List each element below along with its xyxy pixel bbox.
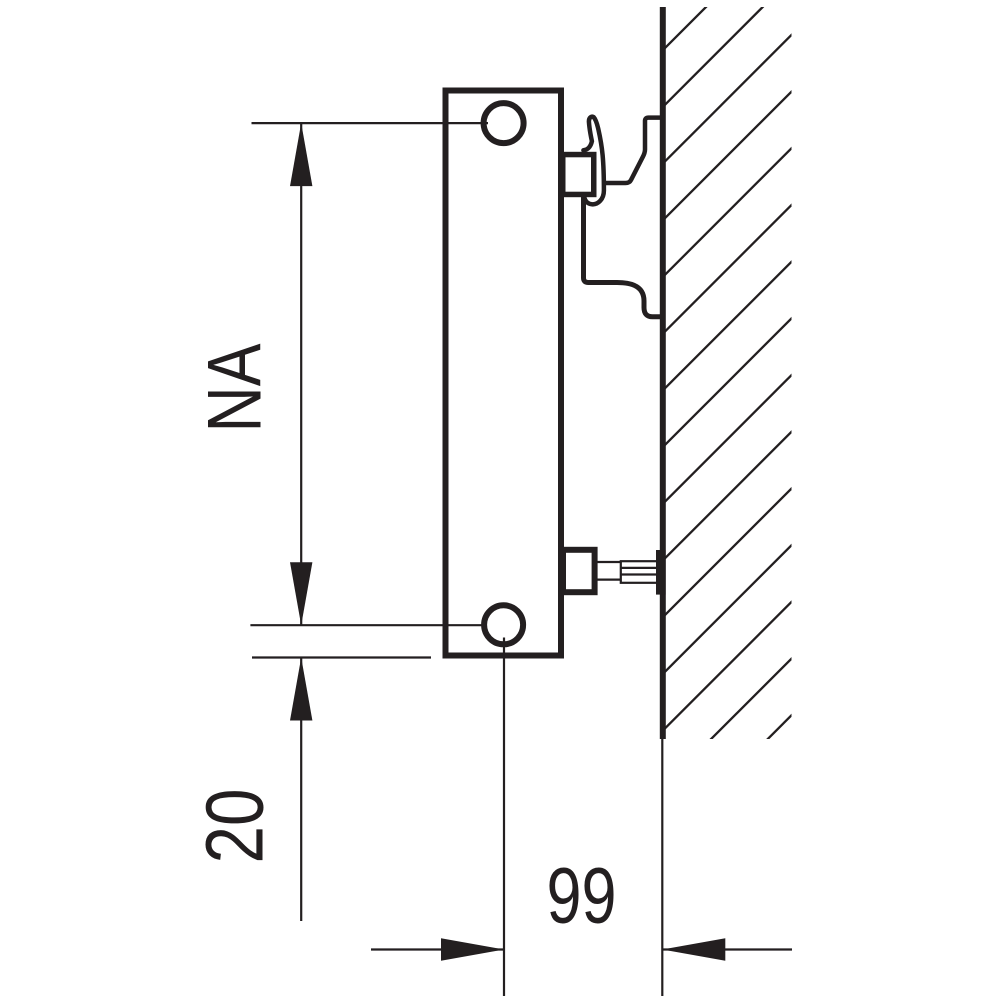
svg-text:20: 20 [190, 789, 281, 864]
svg-text:99: 99 [547, 851, 617, 940]
svg-text:NA: NA [193, 343, 278, 432]
